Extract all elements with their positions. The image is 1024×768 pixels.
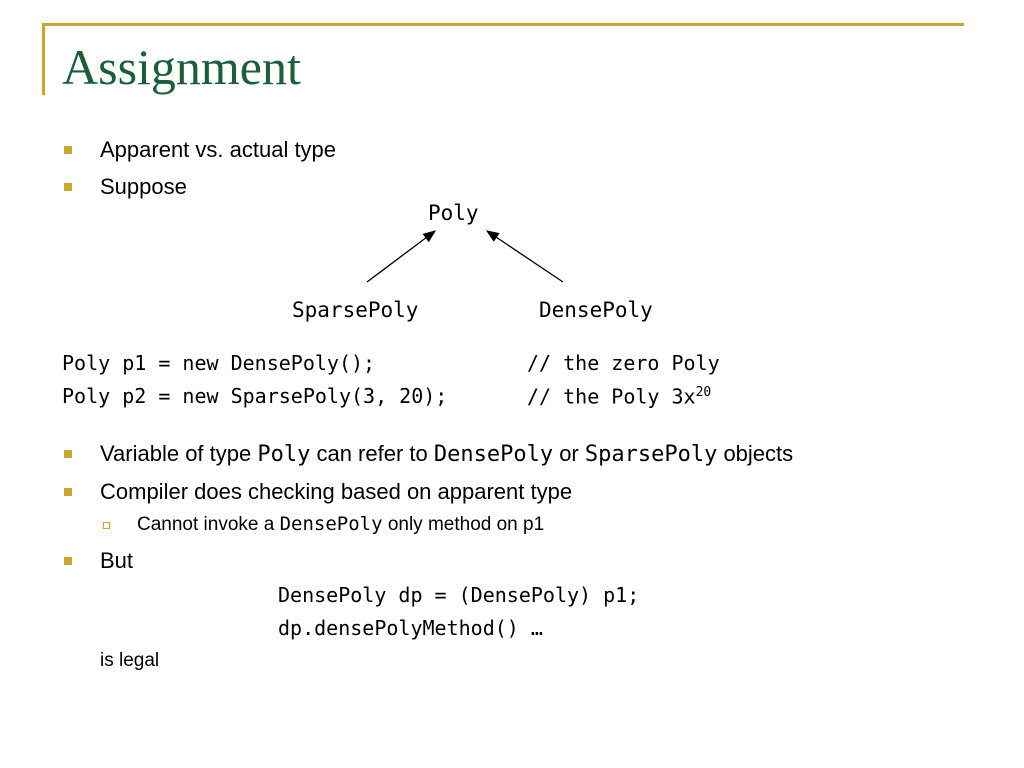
bullet-compiler: Compiler does checking based on apparent… [100,479,573,504]
code-line-cast: DensePoly dp = (DensePoly) p1; [278,583,640,607]
frame-top-rule [42,23,964,26]
text: Variable of type [100,441,258,466]
code-stmt: Poly p2 = new SparsePoly(3, 20); [62,384,448,408]
bullet-apparent-actual: Apparent vs. actual type [100,137,337,162]
bullet-marker [64,557,72,565]
code-inline: Poly [257,442,311,467]
diagram-child-sparsepoly: SparsePoly [292,298,419,322]
code-comment: // the Poly 3x [527,384,696,409]
code-inline: DensePoly [433,442,554,467]
sub-bullet-marker [103,522,110,529]
bullet-suppose: Suppose [100,174,187,199]
text: or [553,441,585,466]
code-inline: SparsePoly [584,442,718,467]
text: can refer to [310,441,434,466]
text: only method on p1 [382,514,545,535]
text: objects [717,441,794,466]
code-inline: DensePoly [279,513,383,535]
bullet-marker [64,450,72,458]
bullet-marker [64,146,72,154]
code-comment: // the zero Poly [527,351,720,375]
diagram-child-densepoly: DensePoly [539,298,653,322]
code-line-p1: Poly p1 = new DensePoly(); [62,353,375,373]
bullet-marker [64,488,72,496]
bullet-marker [64,183,72,191]
code-comment-p2: // the Poly 3x20 [527,386,711,407]
code-line-p2: Poly p2 = new SparsePoly(3, 20); [62,386,447,406]
text: Cannot invoke a [137,514,280,535]
slide-title: Assignment [62,39,301,95]
frame-left-rule [42,23,45,95]
code-line-method: dp.densePolyMethod() … [278,616,543,640]
exponent: 20 [695,385,712,400]
arrow-densepoly-to-poly [485,230,564,283]
bullet-but: But [100,548,134,573]
code-comment-p1: // the zero Poly [527,353,720,373]
code-stmt: Poly p1 = new DensePoly(); [62,351,376,375]
closing-text: is legal [100,650,160,671]
sub-bullet-cannot-invoke: Cannot invoke a DensePoly only method on… [137,513,545,535]
diagram-parent-poly: Poly [428,201,479,225]
bullet-variable-type: Variable of type Poly can refer to Dense… [100,443,793,466]
arrow-sparsepoly-to-poly [366,230,437,283]
